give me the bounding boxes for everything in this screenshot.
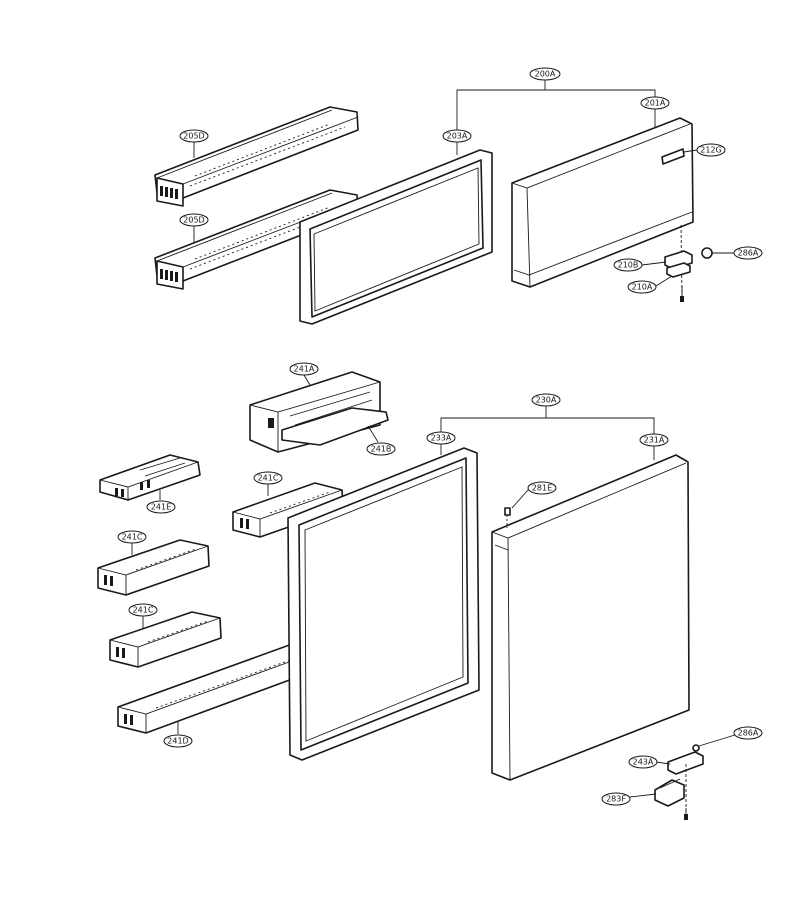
egg-tray xyxy=(99,454,201,501)
callout-231A: 231A xyxy=(639,433,669,460)
svg-text:201A: 201A xyxy=(645,99,666,108)
svg-text:233A: 233A xyxy=(431,434,452,443)
svg-text:241C: 241C xyxy=(133,606,154,615)
callout-286A-upper: 286A xyxy=(712,246,763,260)
svg-text:243A: 243A xyxy=(633,758,654,767)
svg-text:212G: 212G xyxy=(700,146,721,155)
svg-text:241C: 241C xyxy=(258,474,279,483)
callout-241C-mid: 241C xyxy=(253,471,283,496)
upper-hinge-parts xyxy=(664,224,713,302)
callout-210B: 210B xyxy=(613,258,667,272)
callout-210A: 210A xyxy=(627,275,673,294)
callout-205D-top: 205D xyxy=(179,129,209,158)
callout-230A: 230A xyxy=(440,393,655,434)
svg-text:241E: 241E xyxy=(151,503,171,512)
callout-203A: 203A xyxy=(442,129,472,155)
callout-283F: 283F xyxy=(601,792,657,806)
callout-241C-left-1: 241C xyxy=(117,530,147,555)
svg-text:210B: 210B xyxy=(618,261,639,270)
lower-door-screw xyxy=(504,507,511,528)
callout-241E: 241E xyxy=(146,490,176,514)
callout-212G: 212G xyxy=(683,143,726,157)
svg-text:283F: 283F xyxy=(606,795,626,804)
callout-286A-lower: 286A xyxy=(698,726,763,747)
left-door-basket-2 xyxy=(109,611,222,668)
callout-200A: 200A xyxy=(456,67,656,130)
callout-281E: 281E xyxy=(511,481,557,509)
svg-text:241A: 241A xyxy=(294,365,315,374)
svg-text:210A: 210A xyxy=(632,283,653,292)
callout-243A: 243A xyxy=(628,755,671,769)
svg-text:241C: 241C xyxy=(122,533,143,542)
dairy-box xyxy=(249,371,389,453)
lower-door-gasket xyxy=(287,447,480,761)
svg-text:205D: 205D xyxy=(183,216,204,225)
svg-text:200A: 200A xyxy=(535,70,556,79)
svg-text:241B: 241B xyxy=(371,445,392,454)
svg-text:241D: 241D xyxy=(167,737,188,746)
callout-241D: 241D xyxy=(163,722,193,748)
callout-241A: 241A xyxy=(289,362,319,386)
callout-241C-left-2: 241C xyxy=(128,603,158,628)
svg-text:205D: 205D xyxy=(183,132,204,141)
svg-text:203A: 203A xyxy=(447,132,468,141)
callout-205D-bottom: 205D xyxy=(179,213,209,242)
lower-door-panel xyxy=(491,454,690,781)
upper-door-gasket xyxy=(299,149,493,325)
svg-text:230A: 230A xyxy=(536,396,557,405)
svg-text:286A: 286A xyxy=(738,729,759,738)
left-door-basket-1 xyxy=(97,539,210,596)
callout-233A: 233A xyxy=(426,431,456,455)
lower-hinge-parts xyxy=(654,744,704,820)
callout-241B: 241B xyxy=(366,425,396,456)
svg-text:281E: 281E xyxy=(532,484,552,493)
upper-door-panel xyxy=(511,117,694,288)
callout-201A: 201A xyxy=(640,96,670,127)
svg-text:231A: 231A xyxy=(644,436,665,445)
upper-door-basket-top xyxy=(154,106,359,207)
svg-text:286A: 286A xyxy=(738,249,759,258)
